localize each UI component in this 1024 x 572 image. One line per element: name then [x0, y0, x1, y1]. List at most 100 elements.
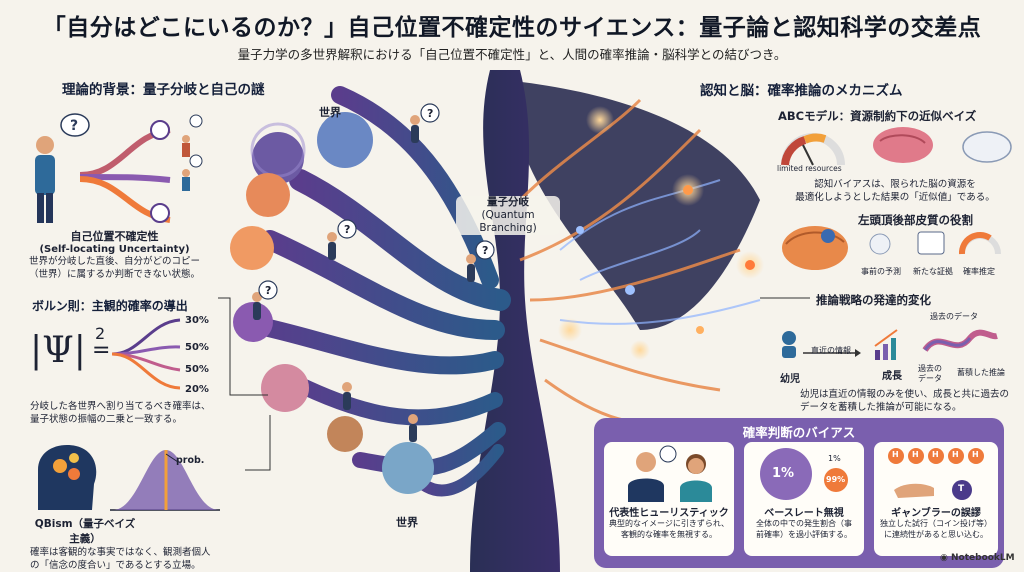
- branch-label-en1: (Quantum: [481, 209, 535, 221]
- planet-3: [230, 226, 274, 270]
- bubble-q1: ?: [427, 107, 434, 120]
- qbism-desc-2: の「信念の度合い」であるとする立場。: [30, 560, 201, 571]
- born-branches: [111, 318, 181, 390]
- parietal-item-1: 事前の予測: [861, 267, 901, 276]
- bias-card-representativeness: 代表性ヒューリスティック 典型的なイメージに引きずられ、 客観的な確率を無視する…: [604, 442, 734, 556]
- bias-card-1-desc-1: 典型的なイメージに引きずられ、: [609, 519, 729, 528]
- bias-card-3-desc-1: 独立した試行（コイン投げ等）: [880, 519, 992, 528]
- uncertainty-illustration: ?: [35, 113, 203, 223]
- qbism-illustration: [38, 445, 220, 511]
- bias-card-2-desc: 全体の中での発生割合（事 前確率）を過小評価する。: [744, 518, 864, 540]
- world-label-bottom: 世界: [396, 516, 418, 529]
- prob-3: 50%: [185, 364, 209, 375]
- section-cognition-title: 認知と脳：確率推論のメカニズム: [700, 83, 903, 99]
- prob-2: 50%: [185, 342, 209, 353]
- bias-panel-title: 確率判断のバイアス: [742, 425, 856, 440]
- parietal-illustration: [782, 226, 1001, 270]
- uncertainty-desc-1: 世界が分岐した直後、自分がどのコピー: [28, 256, 200, 267]
- parietal-title: 左頭頂後部皮質の役割: [858, 213, 973, 227]
- tree-trunk: [470, 70, 560, 572]
- born-rule-title: ボルン則：主観的確率の導出: [32, 299, 188, 313]
- past-data-2a: 過去の: [918, 364, 942, 373]
- uncertainty-block: 自己位置不確定性 (Self-locating Uncertainty) 世界が…: [12, 228, 217, 281]
- past-data-2: 過去の データ: [918, 364, 942, 384]
- planet-2: [246, 173, 290, 217]
- dev-desc-1: 幼児は直近の情報のみを使い、成長と共に過去の: [800, 389, 1010, 400]
- born-desc-2: 量子状態の振幅の二乗と一致する。: [30, 414, 183, 425]
- base-rate-illustration: [760, 448, 848, 500]
- qbism-block: QBism（量子ベイズ主義） 確率は客観的な事実ではなく、観測者個人 の「信念の…: [30, 516, 250, 572]
- coin-h-5: H: [972, 450, 979, 459]
- bubble-q2: ?: [344, 223, 351, 236]
- development-illustration: [782, 329, 998, 360]
- bias-card-base-rate: 1% 1% 99% ベースレート無視 全体の中での発生割合（事 前確率）を過小評…: [744, 442, 864, 556]
- base-rate-pct-big: 1%: [772, 466, 795, 481]
- bias-card-1-title: 代表性ヒューリスティック: [609, 508, 729, 519]
- parietal-item-2: 新たな証拠: [913, 267, 953, 276]
- planet-7: [382, 442, 434, 494]
- past-data-label: 過去のデータ: [930, 312, 978, 321]
- accumulated-label: 蓄積した推論: [957, 368, 1005, 377]
- born-formula: |Ψ|: [30, 330, 86, 371]
- bias-card-3-desc: 独立した試行（コイン投げ等） に連続性があると思い込む。: [874, 518, 998, 540]
- bias-card-gambler: H H H H H T ギャンブラーの誤謬 独立した試行（コイン投げ等） に連続…: [874, 442, 998, 556]
- world-label-top: 世界: [319, 106, 341, 119]
- prob-1: 30%: [185, 315, 209, 326]
- bias-card-1-desc-2: 客観的な確率を無視する。: [621, 530, 717, 539]
- dev-desc-2: データを蓄積した推論が可能になる。: [800, 402, 962, 413]
- bias-card-3-desc-2: に連続性があると思い込む。: [884, 530, 988, 539]
- coin-h-3: H: [932, 450, 939, 459]
- recent-info-label: 直近の情報: [811, 346, 851, 355]
- uncertainty-en: (Self-locating Uncertainty): [39, 244, 190, 255]
- bubble-q3: ?: [265, 284, 272, 297]
- notebooklm-label: NotebookLM: [951, 553, 1015, 563]
- born-desc-1: 分岐した各世界へ割り当てるべき確率は、: [30, 401, 211, 412]
- section-theory-title: 理論的背景：量子分岐と自己の謎: [62, 82, 265, 98]
- bubble-q4: ?: [482, 244, 489, 257]
- abc-desc-2: 最適化しようとした結果の「近似値」である。: [795, 192, 995, 203]
- prob-label: prob.: [176, 455, 205, 466]
- notebooklm-badge: ◉ NotebookLM: [940, 553, 1015, 563]
- planet-6: [327, 416, 363, 452]
- coin-h-4: H: [952, 450, 959, 459]
- coin-t: T: [958, 484, 965, 494]
- branch-label-en2: Branching): [479, 222, 537, 234]
- quantum-branching-label: 量子分岐 (Quantum Branching): [456, 196, 560, 235]
- abc-illustration: [781, 127, 1012, 166]
- abc-title: ABCモデル：資源制約下の近似ベイズ: [778, 109, 977, 123]
- notebooklm-logo-icon: ◉: [940, 553, 951, 563]
- bias-card-2-title: ベースレート無視: [764, 508, 844, 519]
- page-subtitle: 量子力学の多世界解釈における「自己位置不確定性」と、人間の確率推論・脳科学との結…: [237, 47, 787, 62]
- bias-card-2-desc-2: 前確率）を過小評価する。: [756, 530, 852, 539]
- abc-desc: 認知バイアスは、限られた脳の資源を 最適化しようとした結果の「近似値」である。: [790, 178, 1000, 204]
- infant-label: 幼児: [780, 374, 800, 385]
- limited-resources-label: limited resources: [777, 164, 842, 173]
- qbism-desc-1: 確率は客観的な事実ではなく、観測者個人: [30, 547, 211, 558]
- growth-label: 成長: [882, 371, 902, 382]
- born-formula-sup: 2: [95, 324, 106, 343]
- planet-4: [233, 302, 273, 342]
- coin-h-1: H: [892, 450, 899, 459]
- brain-network-shape: [505, 80, 760, 330]
- uncertainty-desc-2: （世界）に属するか判断できない状態。: [28, 269, 200, 280]
- parietal-item-3: 確率推定: [963, 267, 995, 276]
- coin-h-2: H: [912, 450, 919, 459]
- base-rate-pct-orange: 99%: [826, 475, 846, 484]
- development-title: 推論戦略の発達的変化: [816, 293, 931, 307]
- past-data-2b: データ: [918, 374, 942, 383]
- base-rate-pct-small: 1%: [828, 454, 841, 463]
- uncertainty-title: 自己位置不確定性: [70, 230, 159, 243]
- branch-label-ja: 量子分岐: [487, 196, 529, 208]
- prob-4: 20%: [185, 384, 209, 395]
- born-formula-eq: =: [92, 338, 111, 363]
- development-desc: 幼児は直近の情報のみを使い、成長と共に過去の データを蓄積した推論が可能になる。: [800, 388, 1015, 414]
- bias-card-3-title: ギャンブラーの誤謬: [891, 508, 981, 519]
- born-desc: 分岐した各世界へ割り当てるべき確率は、 量子状態の振幅の二乗と一致する。: [30, 400, 245, 426]
- bias-card-1-desc: 典型的なイメージに引きずられ、 客観的な確率を無視する。: [604, 518, 734, 540]
- abc-desc-1: 認知バイアスは、限られた脳の資源を: [814, 179, 976, 190]
- planet-5: [261, 364, 309, 412]
- planet-top: [317, 112, 373, 168]
- representativeness-illustration: [628, 445, 712, 502]
- qbism-title: QBism（量子ベイズ主義）: [34, 518, 136, 545]
